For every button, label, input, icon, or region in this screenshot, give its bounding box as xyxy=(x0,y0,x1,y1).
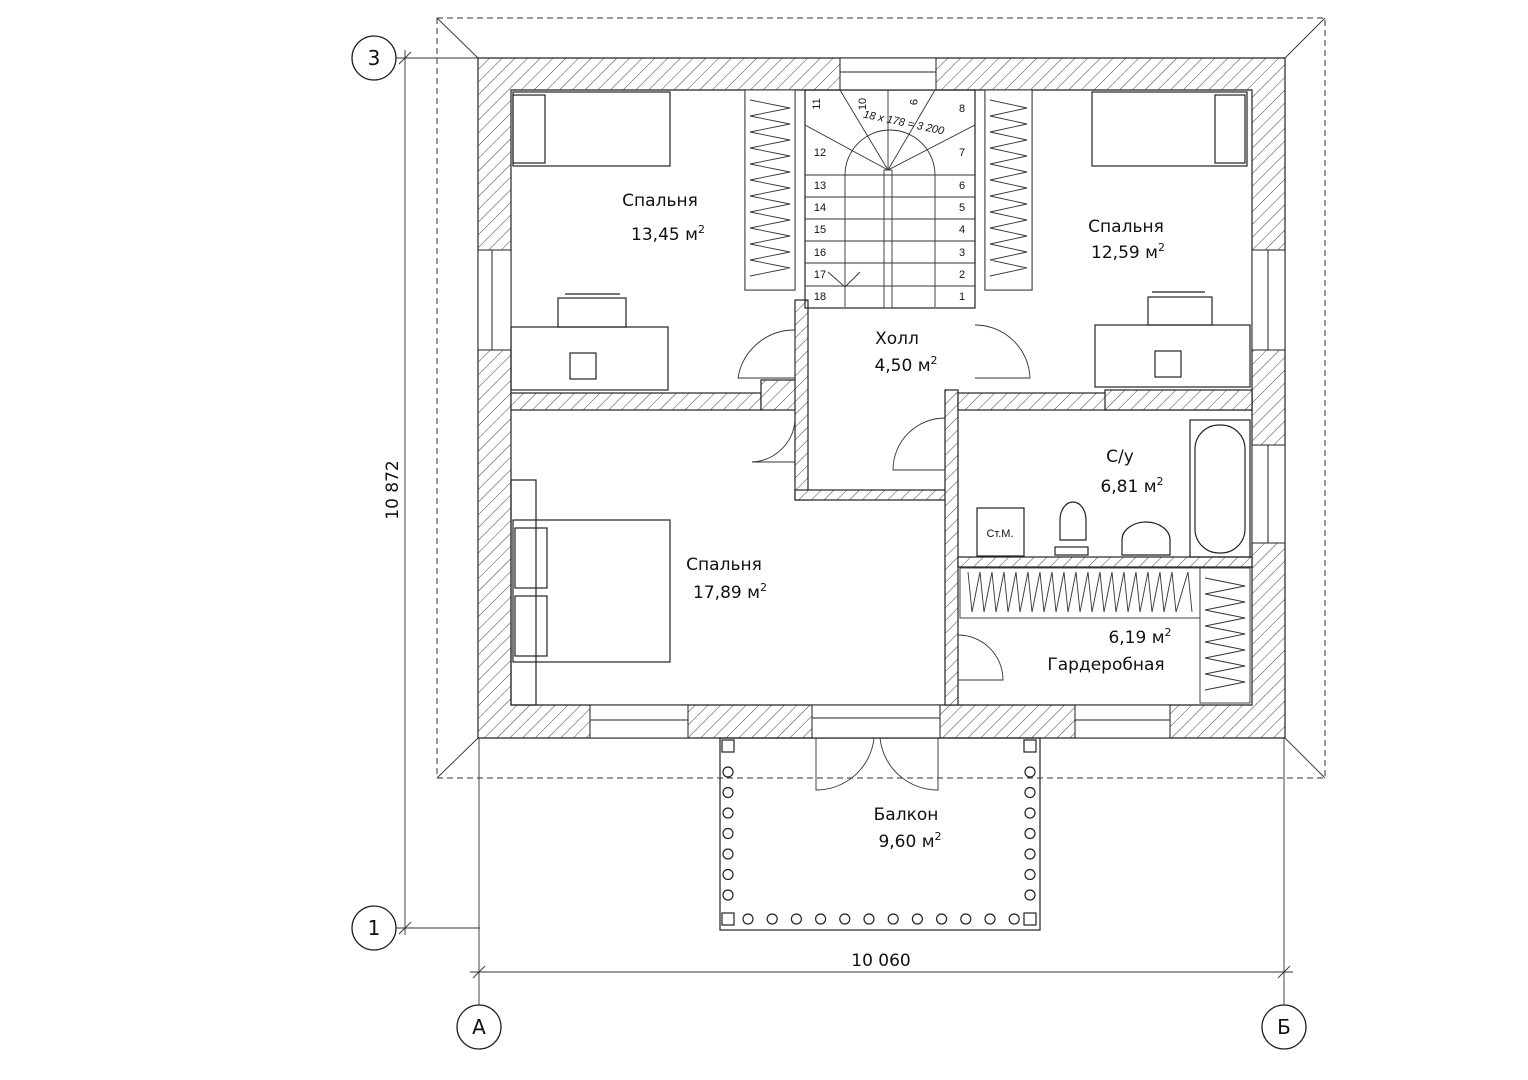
railing-post xyxy=(863,913,875,925)
railing-post xyxy=(911,913,924,925)
balcony-railing xyxy=(719,737,1041,931)
room-area-hall: 4,50 м2 xyxy=(874,354,937,376)
room-name-bedroom-3: Спальня xyxy=(686,555,762,575)
stair-step-6: 6 xyxy=(959,180,965,192)
doors xyxy=(737,324,1031,791)
desk-right xyxy=(1094,324,1251,388)
railing-post xyxy=(722,868,734,881)
dimension-horizontal: 10 060 xyxy=(851,951,910,971)
railing-post xyxy=(766,913,778,925)
room-name-hall: Холл xyxy=(875,329,919,349)
railing-post xyxy=(1024,868,1036,881)
stair-step-1: 1 xyxy=(959,291,965,303)
railing-post xyxy=(1024,827,1036,840)
stair-step-16: 16 xyxy=(814,247,826,259)
dimension-vertical: 10 872 xyxy=(383,460,403,519)
room-name-bedroom-2: Спальня xyxy=(1088,217,1164,237)
stair-step-17: 17 xyxy=(814,269,826,281)
room-name-wardrobe: Гардеробная xyxy=(1047,655,1164,675)
room-name-bedroom-1: Спальня xyxy=(622,191,698,211)
railing-post xyxy=(839,913,851,925)
stair-step-9: 9 xyxy=(907,99,919,105)
bathtub xyxy=(1194,424,1246,554)
railing-post xyxy=(1024,807,1036,819)
railing-post xyxy=(960,913,972,925)
bed-right xyxy=(1091,91,1248,167)
stair-step-14: 14 xyxy=(814,202,826,214)
stair-step-15: 15 xyxy=(814,224,826,236)
windows xyxy=(477,57,1286,739)
railing-post xyxy=(722,766,734,778)
washing-machine-label: Ст.М. xyxy=(986,528,1013,540)
axis-a: А xyxy=(472,1015,486,1039)
sink xyxy=(1121,521,1171,556)
stair-step-7: 7 xyxy=(959,147,965,159)
double-bed xyxy=(512,519,671,663)
railing-post xyxy=(1024,889,1036,901)
toilet xyxy=(1059,501,1087,541)
staircase: 11 10 9 8 12 7 13 6 14 5 15 4 16 3 17 2 … xyxy=(804,89,976,309)
bed-left-top xyxy=(512,91,671,167)
railing-post xyxy=(790,913,803,925)
stair-step-11: 11 xyxy=(811,98,823,109)
stair-step-18: 18 xyxy=(814,291,826,303)
desk-left xyxy=(510,326,669,391)
stair-step-12: 12 xyxy=(814,147,826,159)
railing-post xyxy=(722,848,734,860)
room-name-balcony: Балкон xyxy=(874,805,939,825)
room-labels: Спальня 13,45 м2 Спальня 12,59 м2 Холл 4… xyxy=(622,191,1171,852)
stair-step-13: 13 xyxy=(814,180,826,192)
axis-markers: 3 1 А Б xyxy=(351,35,1307,1050)
axis-1: 1 xyxy=(368,916,381,940)
bathtub-frame xyxy=(1189,419,1251,558)
railing-post xyxy=(1024,766,1036,778)
railing-post xyxy=(722,807,734,819)
railing-post xyxy=(722,786,734,799)
washing-machine xyxy=(976,507,1025,557)
room-area-bedroom-2: 12,59 м2 xyxy=(1091,241,1165,263)
railing-post xyxy=(814,913,827,925)
room-area-wardrobe: 6,19 м2 xyxy=(1108,626,1171,648)
railing-post xyxy=(1024,786,1036,799)
railing-post xyxy=(1008,913,1020,925)
stair-step-3: 3 xyxy=(959,247,965,259)
railing-post xyxy=(1024,848,1036,860)
room-area-balcony: 9,60 м2 xyxy=(878,830,941,852)
axis-3: 3 xyxy=(368,46,381,70)
railing-post xyxy=(887,913,899,925)
railing-post xyxy=(742,913,754,925)
room-area-bathroom: 6,81 м2 xyxy=(1100,475,1163,497)
closet-hangers xyxy=(744,89,1251,704)
room-area-bedroom-3: 17,89 м2 xyxy=(693,581,767,603)
furniture xyxy=(510,91,1251,706)
stair-step-5: 5 xyxy=(959,202,965,214)
stair-step-4: 4 xyxy=(959,224,965,236)
stair-step-10: 10 xyxy=(857,98,869,110)
stair-formula: 18 x 178 = 3 200 xyxy=(862,109,946,138)
stair-step-2: 2 xyxy=(959,269,965,281)
railing-post xyxy=(935,913,948,925)
dimension-lines xyxy=(396,50,1293,1005)
axis-b: Б xyxy=(1277,1015,1291,1039)
railing-post xyxy=(984,913,996,925)
railing-post xyxy=(722,827,734,840)
room-name-bathroom: С/у xyxy=(1106,447,1134,467)
stair-step-8: 8 xyxy=(959,103,965,115)
railing-post xyxy=(722,889,734,901)
room-area-bedroom-1: 13,45 м2 xyxy=(631,223,705,245)
roof-outline xyxy=(436,17,1326,779)
